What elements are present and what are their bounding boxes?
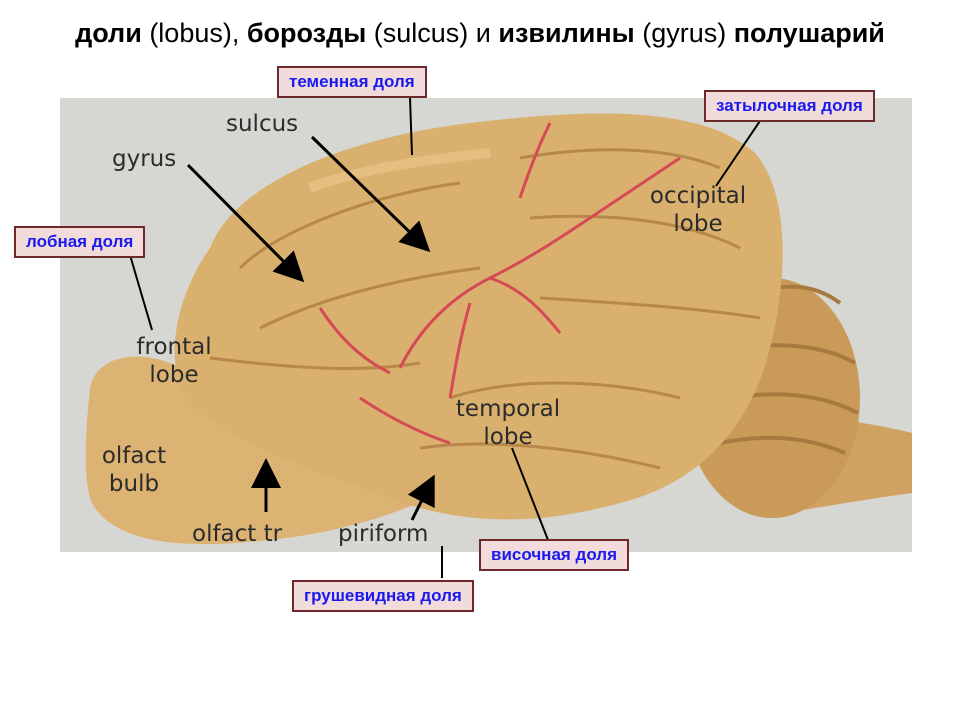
- frontal-lobe-label: frontal lobe: [126, 333, 222, 389]
- title-part1: доли: [75, 18, 142, 48]
- olfact-bulb-label-line1: olfact: [101, 443, 167, 469]
- temporal-label-line1: temporal: [455, 396, 561, 422]
- frontal-label-line1: frontal: [136, 334, 212, 360]
- occipital-lobe-label: occipital lobe: [642, 182, 754, 238]
- olfact-bulb-label-line2: bulb: [108, 471, 160, 497]
- frontal-label-line2: lobe: [149, 362, 199, 388]
- occipital-lobe-label-ru: затылочная доля: [704, 90, 875, 122]
- temporal-lobe-label-ru: височная доля: [479, 539, 630, 571]
- olfactory-bulb-label: olfact bulb: [92, 442, 176, 498]
- title-part2: борозды: [246, 18, 367, 48]
- title-part3: извилины: [498, 18, 635, 48]
- title-part3-latin: (gyrus): [634, 18, 734, 48]
- parietal-lobe-label-ru: теменная доля: [277, 66, 427, 98]
- olfactory-tract-label: olfact tr: [192, 521, 283, 547]
- title-part4: полушарий: [733, 18, 885, 48]
- sulcus-label: sulcus: [226, 111, 299, 137]
- occipital-label-line1: occipital: [649, 183, 747, 209]
- piriform-label: piriform: [338, 521, 429, 547]
- title-part1-latin: (lobus),: [141, 18, 247, 48]
- olfactory-bulb-and-tract: [85, 356, 440, 545]
- frontal-lobe-label-ru: лобная доля: [14, 226, 146, 258]
- gyrus-label: gyrus: [112, 146, 177, 172]
- slide-title: доли (lobus), борозды (sulcus) и извилин…: [0, 18, 960, 49]
- blood-vessels: [318, 122, 681, 445]
- occipital-label-line2: lobe: [673, 211, 723, 237]
- title-part2-latin: (sulcus) и: [366, 18, 499, 48]
- piriform-lobe-label-ru: грушевидная доля: [292, 580, 474, 612]
- temporal-lobe-label: temporal lobe: [446, 395, 570, 451]
- brain-photo: [60, 98, 912, 552]
- temporal-label-line2: lobe: [483, 424, 533, 450]
